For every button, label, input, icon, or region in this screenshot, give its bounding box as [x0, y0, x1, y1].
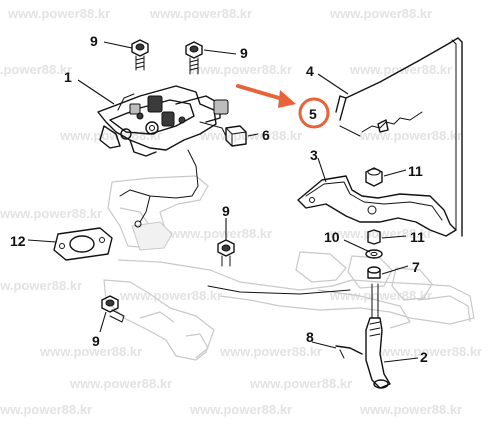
carburetor-assembly	[97, 85, 229, 157]
callout-11-upper: 11	[408, 163, 423, 179]
gasket-12	[53, 227, 113, 261]
nut-11-upper	[365, 167, 383, 187]
callout-9-top-right: 9	[240, 45, 248, 61]
watermark: www.power88.kr	[169, 226, 272, 241]
watermark: www.power88.kr	[359, 128, 462, 143]
governor-arm-2	[365, 317, 391, 389]
bolt-9-top-right	[185, 41, 203, 75]
watermark: www.power88.kr	[329, 6, 432, 21]
engine-body-outline	[103, 175, 475, 361]
callout-2: 2	[420, 349, 428, 365]
throttle-link-rod	[119, 149, 199, 228]
watermark: www.power88.kr	[59, 128, 162, 143]
bushing-7	[367, 266, 381, 279]
watermark: www.power88.kr	[39, 344, 142, 359]
bolt-9-middle	[217, 239, 235, 267]
governor-shaft	[371, 283, 379, 319]
callout-7: 7	[412, 259, 420, 275]
watermark: www.power88.kr	[69, 376, 172, 391]
governor-lever-3	[297, 175, 457, 237]
bolt-9-top-left	[131, 39, 149, 71]
watermark: www.power88.kr	[149, 6, 252, 21]
watermark: www.power88.kr	[0, 206, 102, 221]
watermark: www.power88.kr	[249, 376, 352, 391]
callout-3: 3	[310, 147, 318, 163]
watermark: www.power88.kr	[189, 402, 292, 417]
watermark: www.power88.kr	[7, 6, 110, 21]
highlight-circle	[298, 97, 330, 129]
watermark: www.power88.kr	[219, 344, 322, 359]
watermark: www.power88.kr	[359, 402, 462, 417]
callout-9-lower-left: 9	[92, 333, 100, 349]
highlight-callout-5: 5	[236, 84, 330, 129]
spacer-block-6	[225, 125, 247, 147]
bolt-9-lower-left	[101, 295, 125, 323]
watermark: www.power88.kr	[0, 62, 72, 77]
spring-rod-5	[339, 111, 423, 137]
link-pin-8	[335, 345, 363, 359]
nut-11-lower	[367, 229, 381, 245]
callout-12: 12	[10, 233, 26, 249]
highlight-arrow-icon	[236, 84, 296, 108]
long-rod	[207, 285, 351, 295]
washer-10	[365, 249, 383, 259]
watermark: www.power88.kr	[119, 288, 222, 303]
leader-lines	[27, 41, 419, 363]
callout-11-lower: 11	[410, 229, 425, 245]
watermark: www.power88.kr	[189, 62, 292, 77]
watermark-layer: www.power88.kr www.power88.kr www.power8…	[0, 6, 482, 417]
governor-rod-4	[335, 37, 463, 237]
callout-9-top-left: 9	[90, 33, 98, 49]
watermark: www.power88.kr	[349, 62, 452, 77]
watermark: www.power88.kr	[0, 402, 92, 417]
watermark: www.power88.kr	[0, 278, 82, 293]
callout-1: 1	[64, 69, 72, 85]
callout-labels: 9 9 1 4 6 3 11 9 12 10 11 7 9 8 2	[10, 33, 428, 365]
callout-4: 4	[306, 63, 314, 79]
watermark: www.power88.kr	[379, 344, 482, 359]
callout-5: 5	[309, 106, 317, 122]
callout-9-middle: 9	[222, 203, 230, 219]
callout-10: 10	[324, 229, 340, 245]
callout-6: 6	[262, 127, 270, 143]
callout-8: 8	[306, 329, 314, 345]
